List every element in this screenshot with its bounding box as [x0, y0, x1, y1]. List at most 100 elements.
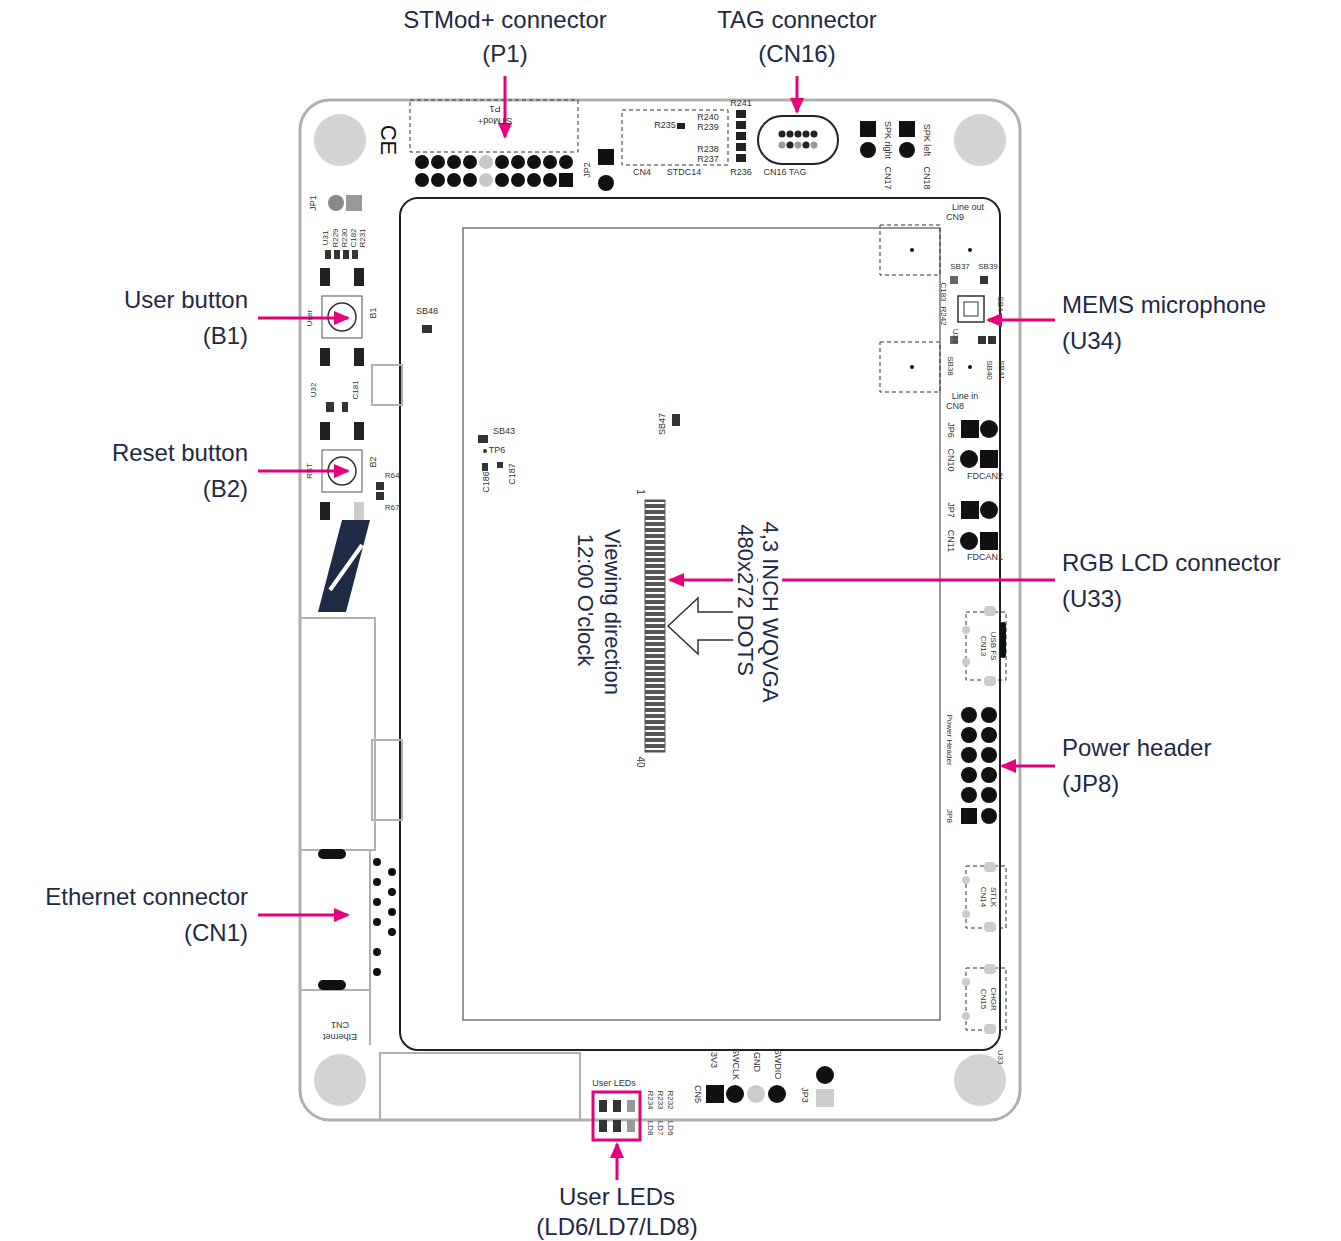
stdc14-outline [622, 110, 728, 165]
callout-label: Power header [1062, 735, 1211, 761]
silkscreen-label: R233 [656, 1090, 665, 1109]
usb-connectors [962, 606, 1006, 1034]
callout-leaders [258, 76, 1055, 1180]
silkscreen-label: SB38 [946, 356, 955, 376]
right-outlines [880, 225, 1006, 1030]
silkscreen-label: SB39 [978, 263, 998, 272]
silkscreen-label: SB48 [416, 307, 438, 317]
left-edge-blocks [300, 365, 580, 1120]
silkscreen-label: CN17 [882, 166, 892, 189]
silkscreen-label: Power Header [945, 714, 954, 765]
silkscreen-label: SB41 [997, 360, 1006, 380]
silkscreen-label: CN15 [979, 989, 988, 1009]
callout-label: (LD6/LD7/LD8) [536, 1214, 697, 1240]
silkscreen-label: LD8 [646, 1121, 655, 1136]
small-components [325, 250, 680, 500]
silkscreen-label: C186 [482, 471, 492, 493]
silkscreen-label: LD6 [666, 1121, 675, 1136]
callout-label: (U33) [1062, 586, 1122, 612]
silkscreen-label: U33 [996, 1050, 1005, 1065]
silkscreen-label: R230 [341, 228, 350, 247]
silkscreen-label: SB43 [493, 427, 515, 437]
silkscreen-label: 1 [635, 489, 646, 495]
silkscreen-label: U34 [951, 329, 960, 344]
silkscreen-label: U31 [322, 231, 331, 246]
silkscreen-label: CN13 [979, 636, 988, 656]
silkscreen-label: CN4 [633, 168, 651, 178]
callout-label: TAG connector [717, 7, 877, 33]
callout-label: (CN1) [184, 920, 248, 946]
pcb-outline [300, 100, 1020, 1120]
lcd-fpc-connector [645, 500, 665, 752]
silkscreen-label: SPK right [882, 121, 892, 159]
mems-microphone [950, 276, 996, 344]
silkscreen-label: CHGR [989, 987, 998, 1011]
callout-label: User button [124, 287, 248, 313]
silkscreen-label: SWCLK [730, 1048, 740, 1080]
power-header-pins [961, 707, 997, 824]
silkscreen-label: SWDIO [772, 1049, 782, 1080]
silkscreen-label: STDC14 [667, 168, 702, 178]
callout-label: Viewing direction [600, 527, 624, 697]
silkscreen-label: Line in [952, 392, 979, 402]
silkscreen-label: R242 [939, 306, 948, 325]
silkscreen-label: STMod+ [478, 115, 512, 125]
silkscreen-label: SB47 [658, 413, 668, 435]
callout-label: STMod+ connector [403, 7, 606, 33]
silkscreen-label: U32 [310, 383, 319, 398]
callout-label: User LEDs [559, 1184, 675, 1210]
callout-label: MEMS microphone [1062, 292, 1266, 318]
callout-label: 480x272 DOTS [733, 522, 757, 678]
silkscreen-label: User [306, 310, 315, 327]
silkscreen-label: R234 [646, 1090, 655, 1109]
silkscreen-label: R232 [666, 1090, 675, 1109]
silkscreen-label: CN18 [921, 166, 931, 189]
stmod-pins [415, 155, 573, 187]
tag-connector [758, 116, 838, 164]
callout-label: (CN16) [758, 41, 835, 67]
lcd-active-area [463, 228, 940, 1020]
silkscreen-label: R231 [359, 228, 368, 247]
silkscreen-label: B2 [369, 456, 379, 467]
silkscreen-label: User LEDs [592, 1079, 636, 1089]
silkscreen-label: JP8 [945, 809, 954, 823]
silkscreen-label: JP6 [945, 422, 955, 438]
silkscreen-label: STLK [989, 887, 998, 907]
silkscreen-label: CN16 TAG [763, 168, 806, 178]
silkscreen-label: SPK left [921, 124, 931, 157]
stmod-outline [410, 100, 578, 152]
silkscreen-label: CN11 [945, 530, 955, 552]
callout-label: Ethernet connector [45, 884, 248, 910]
silkscreen-label: JP2 [583, 162, 593, 178]
mounting-holes [314, 114, 1006, 1106]
silkscreen-label: CN5 [692, 1085, 702, 1103]
silkscreen-label: B1 [369, 307, 379, 318]
silkscreen-label: JP7 [945, 502, 955, 518]
silkscreen-label: TP6 [489, 446, 506, 456]
silkscreen-label: C187 [508, 463, 518, 485]
silkscreen-label: R229 [332, 228, 341, 247]
silkscreen-label: JP1 [309, 195, 319, 211]
silkscreen-label: C182 [350, 228, 359, 247]
user-leds [599, 1100, 635, 1132]
silkscreen-label: R238 [697, 145, 719, 155]
can-jumpers [960, 420, 998, 550]
silkscreen-label: C183 [939, 282, 948, 301]
callout-label: (P1) [482, 41, 527, 67]
direction-arrow [668, 598, 740, 654]
silkscreen-label: R240 [697, 113, 719, 123]
silkscreen-label: Line out [952, 203, 984, 213]
ethernet-connector [318, 849, 396, 990]
silkscreen-label: R64 [385, 472, 400, 481]
silkscreen-label: SB4 [996, 296, 1005, 311]
jumpers-top [328, 121, 915, 211]
led-highlight-box [593, 1092, 640, 1140]
silkscreen-label: CN10 [945, 448, 955, 471]
silkscreen-label: LD7 [656, 1121, 665, 1136]
lcd-outline [400, 198, 1000, 1050]
silkscreen-label: 40 [635, 756, 646, 767]
silkscreen-label: R239 [697, 123, 719, 133]
callout-label: (JP8) [1062, 771, 1119, 797]
